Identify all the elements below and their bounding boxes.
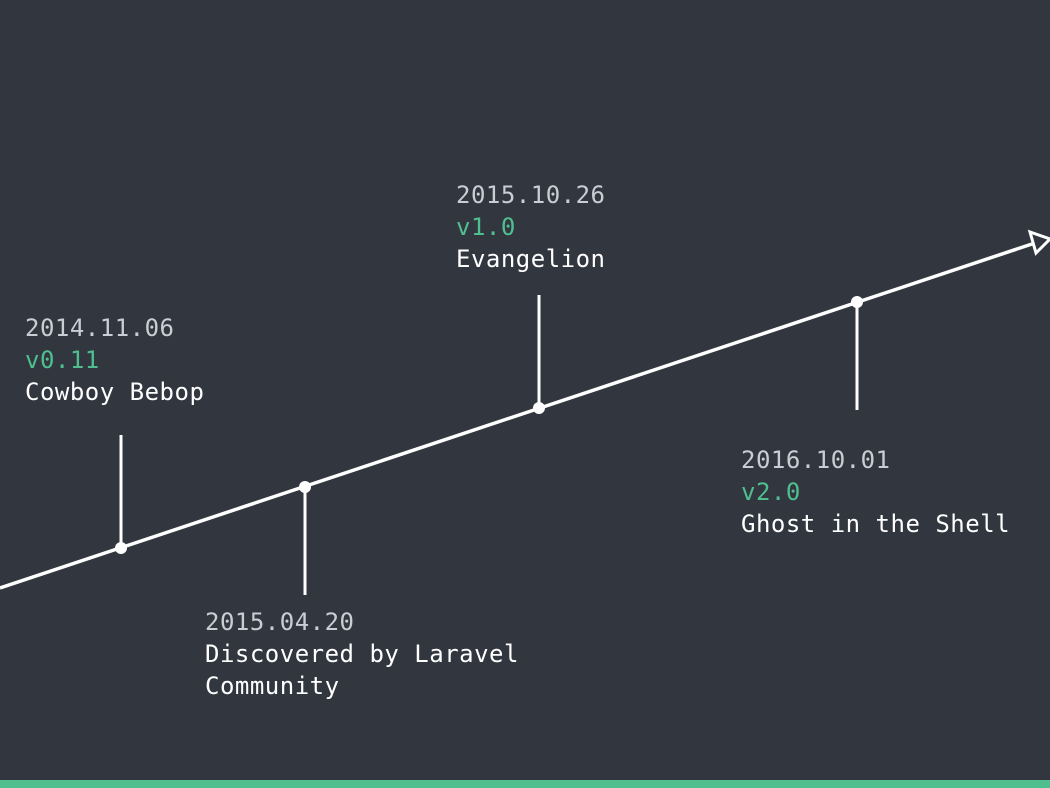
milestone-date: 2016.10.01 bbox=[741, 446, 891, 474]
milestone-title-line-1: Discovered by Laravel bbox=[205, 640, 519, 668]
milestone-label-3: 2015.10.26 v1.0 Evangelion bbox=[456, 179, 606, 275]
milestone-dot-2 bbox=[299, 481, 311, 493]
milestone-dot-4 bbox=[851, 296, 863, 308]
milestone-title: Evangelion bbox=[456, 245, 606, 273]
milestone-date: 2015.04.20 bbox=[205, 608, 355, 636]
milestone-version: v0.11 bbox=[25, 346, 100, 374]
accent-bar bbox=[0, 780, 1050, 788]
milestone-dot-1 bbox=[115, 542, 127, 554]
milestone-version: v1.0 bbox=[456, 213, 516, 241]
milestone-label-1: 2014.11.06 v0.11 Cowboy Bebop bbox=[25, 312, 204, 408]
milestone-label-2: 2015.04.20 Discovered by Laravel Communi… bbox=[205, 606, 519, 702]
milestone-date: 2014.11.06 bbox=[25, 314, 175, 342]
milestone-title: Cowboy Bebop bbox=[25, 378, 205, 406]
timeline-arrowhead-icon bbox=[1027, 229, 1050, 256]
milestone-version: v2.0 bbox=[741, 478, 801, 506]
milestone-dot-3 bbox=[533, 402, 545, 414]
milestone-label-4: 2016.10.01 v2.0 Ghost in the Shell bbox=[741, 444, 1010, 540]
milestone-date: 2015.10.26 bbox=[456, 181, 606, 209]
milestone-title-line-2: Community bbox=[205, 672, 340, 700]
milestone-title: Ghost in the Shell bbox=[741, 510, 1011, 538]
